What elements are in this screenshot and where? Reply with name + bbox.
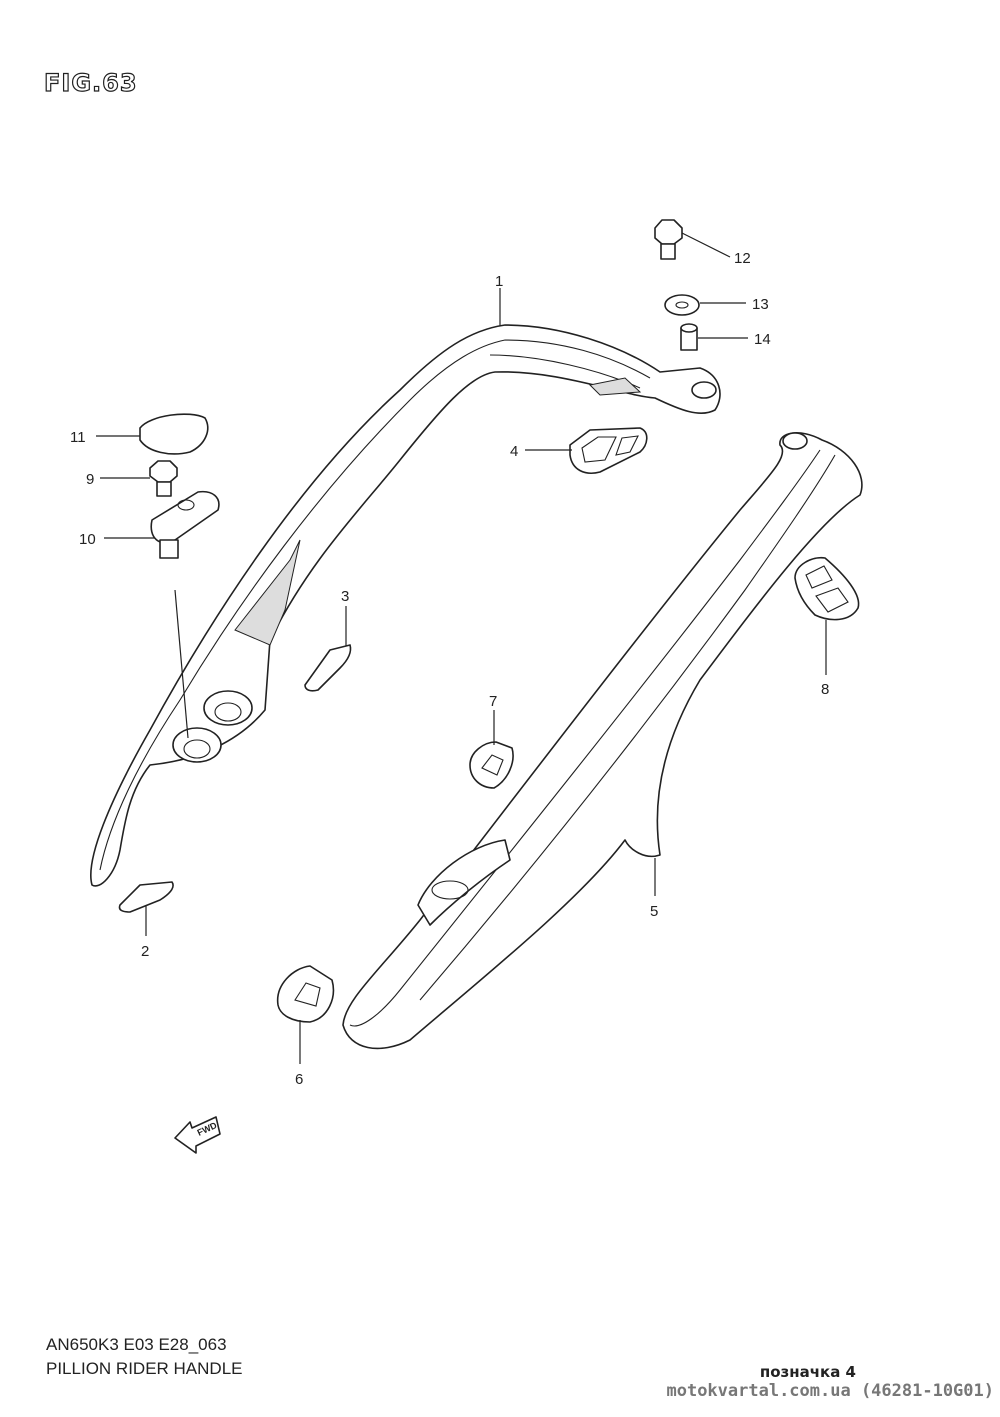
callout-5: 5: [650, 858, 658, 920]
leader-line: [681, 232, 731, 258]
part-3-cushion[interactable]: [304, 644, 352, 692]
callout-2: 2: [141, 905, 149, 960]
part-12-bolt[interactable]: [654, 219, 683, 260]
callout-6: 6: [295, 1020, 303, 1088]
callout-number: 13: [752, 296, 769, 313]
part-8-cushion[interactable]: [794, 556, 860, 621]
part-1-left-handle[interactable]: [90, 324, 721, 887]
section-title: PILLION RIDER HANDLE: [46, 1359, 243, 1378]
part-6-cushion[interactable]: [277, 965, 335, 1023]
callout-14: 14: [698, 331, 771, 348]
callout-number: 3: [341, 588, 349, 605]
part-2-cushion[interactable]: [118, 881, 174, 913]
part-5-right-handle[interactable]: [342, 432, 863, 1050]
site-watermark: motokvartal.com.ua (46281-10G01): [666, 1381, 994, 1401]
part-7-cushion[interactable]: [469, 741, 514, 789]
callout-10: 10: [79, 531, 155, 548]
part-11-cap[interactable]: [139, 413, 209, 455]
callout-13: 13: [700, 296, 769, 313]
part-13-washer[interactable]: [664, 294, 700, 316]
leader-10-to-handle: [174, 589, 189, 739]
callout-number: 9: [86, 471, 94, 488]
callout-number: 1: [495, 273, 503, 290]
callout-1: 1: [495, 273, 503, 326]
part-10-plate[interactable]: [150, 490, 220, 559]
callout-number: 11: [70, 429, 86, 446]
callout-number: 12: [734, 250, 751, 267]
callout-4: 4: [510, 443, 572, 460]
callout-number: 2: [141, 943, 149, 960]
callout-number: 10: [79, 531, 96, 548]
callout-number: 14: [754, 331, 771, 348]
callout-number: 8: [821, 681, 829, 698]
callout-number: 7: [489, 693, 497, 710]
part-9-bolt[interactable]: [149, 460, 178, 497]
callout-number: 4: [510, 443, 518, 460]
callout-11: 11: [70, 429, 140, 446]
figure-title: FIG.63: [44, 69, 138, 97]
callout-8: 8: [821, 620, 829, 698]
part-4-cushion[interactable]: [569, 427, 648, 474]
callout-number: 6: [295, 1071, 303, 1088]
callout-3: 3: [341, 588, 349, 646]
model-code: AN650K3 E03 E28_063: [46, 1335, 227, 1354]
callout-7: 7: [489, 693, 497, 745]
part-badge: позначка 4: [759, 1363, 856, 1381]
part-14-collar[interactable]: [680, 323, 698, 351]
callout-number: 5: [650, 903, 658, 920]
callout-12: 12: [681, 232, 751, 267]
fwd-arrow-icon: FWD: [174, 1116, 221, 1154]
callout-9: 9: [86, 471, 150, 488]
